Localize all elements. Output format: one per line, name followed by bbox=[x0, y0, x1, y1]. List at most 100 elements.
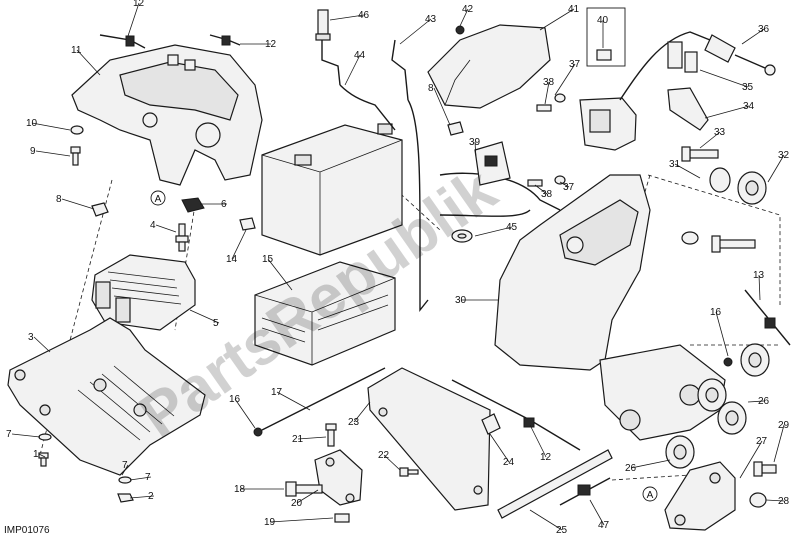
callout-label-26: 26 bbox=[625, 463, 637, 474]
callout-leader-7 bbox=[11, 433, 41, 438]
connector-47 bbox=[559, 477, 611, 506]
callout-leader-11 bbox=[76, 49, 101, 76]
callout-label-6: 6 bbox=[221, 199, 227, 210]
rod-17 bbox=[261, 367, 386, 431]
callout-label-7: 7 bbox=[6, 429, 12, 440]
cable-tie-top-right bbox=[209, 34, 241, 46]
reference-mark-label-1: A bbox=[155, 194, 162, 205]
callout-leader-14 bbox=[231, 229, 247, 260]
callout-label-29: 29 bbox=[778, 420, 790, 431]
callout-leader-7 bbox=[121, 464, 129, 476]
callout-leader-10 bbox=[31, 122, 71, 131]
positive-lead bbox=[619, 31, 776, 101]
callout-label-33: 33 bbox=[714, 127, 726, 138]
callout-leader-8 bbox=[433, 87, 451, 126]
nut-16-left bbox=[253, 427, 263, 437]
callout-leader-38 bbox=[534, 184, 548, 195]
callout-label-35: 35 bbox=[742, 82, 754, 93]
callout-leader-8 bbox=[61, 198, 95, 210]
callout-label-1: 1 bbox=[33, 449, 39, 460]
callout-leader-9 bbox=[35, 150, 71, 157]
callout-label-4: 4 bbox=[150, 220, 156, 231]
callout-label-44: 44 bbox=[354, 50, 366, 61]
callout-label-45: 45 bbox=[506, 222, 518, 233]
callout-leader-16 bbox=[715, 311, 729, 357]
nut-28 bbox=[749, 492, 767, 508]
battery-tray-bracket bbox=[71, 44, 263, 186]
callout-leader-20 bbox=[296, 489, 319, 504]
callout-label-16: 16 bbox=[229, 394, 241, 405]
callout-label-31: 31 bbox=[669, 159, 681, 170]
callout-label-34: 34 bbox=[743, 101, 755, 112]
washer-7-right bbox=[118, 476, 132, 484]
bracket-34 bbox=[667, 87, 709, 131]
callout-leader-35 bbox=[699, 69, 749, 88]
battery bbox=[261, 123, 403, 256]
rubber-mount-26-mid bbox=[697, 378, 727, 412]
callout-leader-37 bbox=[554, 63, 576, 96]
callout-label-22: 22 bbox=[378, 450, 390, 461]
rubber-mount-26-upper bbox=[740, 343, 770, 377]
callout-leader-23 bbox=[353, 401, 371, 423]
callout-label-30: 30 bbox=[455, 295, 467, 306]
callout-leader-41 bbox=[539, 8, 575, 31]
callout-label-25: 25 bbox=[556, 525, 568, 536]
callout-leader-21 bbox=[297, 436, 327, 440]
bracket-20 bbox=[314, 449, 363, 506]
grommet-45 bbox=[451, 229, 473, 243]
callout-label-15: 15 bbox=[262, 254, 274, 265]
callout-label-2: 2 bbox=[148, 491, 154, 502]
callout-label-26: 26 bbox=[758, 396, 770, 407]
callout-label-38: 38 bbox=[541, 189, 553, 200]
callout-label-41: 41 bbox=[568, 4, 580, 15]
callout-label-37: 37 bbox=[563, 182, 575, 193]
voltage-regulator bbox=[91, 254, 196, 331]
callout-leader-27 bbox=[739, 440, 763, 479]
callout-leader-3 bbox=[33, 336, 51, 353]
callout-label-20: 20 bbox=[291, 498, 303, 509]
callout-label-42: 42 bbox=[462, 4, 474, 15]
callout-leader-15 bbox=[267, 258, 293, 291]
callout-label-36: 36 bbox=[758, 24, 770, 35]
callout-label-12: 12 bbox=[133, 0, 145, 9]
screw-1 bbox=[38, 452, 49, 467]
callout-leader-12 bbox=[127, 2, 140, 37]
callout-leader-17 bbox=[276, 391, 311, 411]
cable-tie-12-lower bbox=[451, 379, 581, 451]
pin-31 bbox=[711, 235, 756, 253]
reference-mark-a-upper bbox=[150, 190, 166, 206]
callout-leader-5 bbox=[189, 309, 220, 324]
callout-label-17: 17 bbox=[271, 387, 283, 398]
clip-8-right bbox=[447, 121, 464, 136]
callout-leader-47 bbox=[589, 499, 605, 526]
cable-tie-top-left bbox=[99, 34, 146, 49]
callout-label-37: 37 bbox=[569, 59, 581, 70]
callout-leader-26 bbox=[747, 400, 765, 403]
callout-label-24: 24 bbox=[503, 457, 515, 468]
nut-37-lower bbox=[554, 175, 566, 185]
callout-label-3: 3 bbox=[28, 332, 34, 343]
clip-8-left bbox=[91, 202, 109, 217]
rubber-washer-10 bbox=[70, 125, 84, 135]
callout-leader-26 bbox=[630, 459, 671, 469]
callout-leader-32 bbox=[767, 154, 785, 183]
callout-leader-28 bbox=[765, 499, 785, 502]
callout-leader-1 bbox=[38, 453, 46, 458]
callout-label-5: 5 bbox=[213, 318, 219, 329]
callout-label-38: 38 bbox=[543, 77, 555, 88]
rubber-bushing-32 bbox=[737, 171, 767, 205]
nut-16-right bbox=[723, 357, 733, 367]
stud-4 bbox=[175, 223, 189, 252]
screw-38-upper bbox=[536, 104, 552, 112]
rubber-mount-26-lower bbox=[665, 435, 695, 469]
callout-leader-39 bbox=[474, 141, 477, 159]
callout-leader-12 bbox=[529, 424, 547, 458]
callout-leader-2 bbox=[129, 495, 155, 499]
callout-label-39: 39 bbox=[469, 137, 481, 148]
callout-leader-36 bbox=[741, 28, 765, 45]
callout-leader-4 bbox=[155, 224, 177, 233]
nut-2 bbox=[117, 493, 134, 503]
callout-label-7: 7 bbox=[145, 472, 151, 483]
callout-label-47: 47 bbox=[598, 520, 610, 531]
